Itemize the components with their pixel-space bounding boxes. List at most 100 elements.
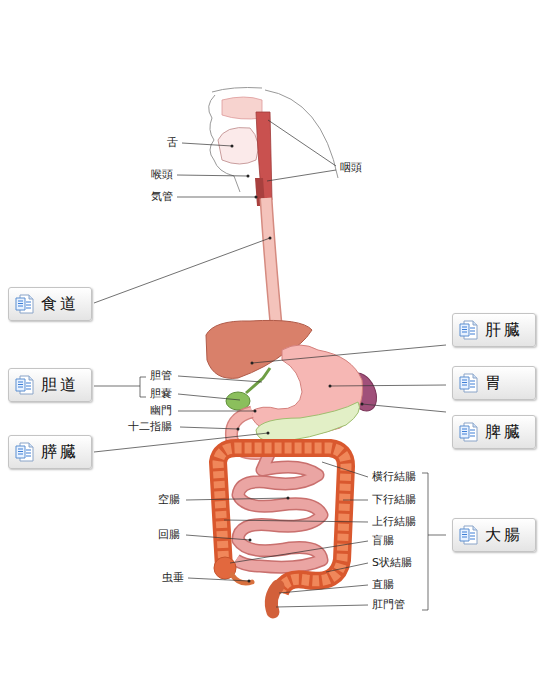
leader-line: [230, 541, 368, 563]
icon-corner: [29, 443, 33, 447]
part-name: 肛門管: [372, 598, 405, 612]
head-outline: [212, 88, 262, 93]
leader-dot: [267, 432, 270, 435]
icon-lines: [462, 532, 475, 539]
leader-line: [276, 605, 368, 607]
document-icon: [459, 372, 479, 394]
leader-line: [178, 394, 240, 400]
leader-dot: [269, 237, 272, 240]
leader-line: [279, 585, 368, 593]
leader-line: [178, 411, 255, 412]
leader-dot: [249, 539, 252, 542]
part-name: 咽頭: [340, 161, 362, 175]
part-name: 喉頭: [151, 168, 173, 182]
small-intestine-outline: [236, 452, 322, 567]
head-outline: [265, 90, 338, 178]
organ-button: 肝臓: [452, 313, 536, 347]
leader-line: [188, 578, 249, 581]
organ-name: 脾臓: [485, 422, 523, 443]
leader-line: [186, 498, 288, 500]
leader-line: [362, 404, 446, 412]
leader-line: [94, 433, 268, 452]
icon-lines: [462, 327, 475, 334]
small-intestine-shape: [236, 452, 322, 567]
leader-dot: [237, 428, 240, 431]
leader-line: [94, 238, 270, 303]
part-name: 直腸: [372, 578, 394, 592]
leader-line: [186, 535, 250, 540]
organ-name: 食道: [41, 294, 79, 315]
pancreas-shape: [256, 402, 360, 442]
leader-line: [224, 520, 368, 522]
organ-name: 肝臓: [485, 320, 523, 341]
document-icon: [15, 293, 35, 315]
organ-button: 脾臓: [452, 415, 536, 449]
leader-dot: [251, 362, 254, 365]
part-name: 舌: [167, 136, 178, 150]
leader-dot: [255, 196, 258, 199]
organ-name: 膵臓: [41, 442, 79, 463]
part-name: 上行結腸: [372, 515, 416, 529]
part-name: S状結腸: [372, 556, 412, 570]
icon-lines: [462, 429, 475, 436]
part-name: 虫垂: [162, 571, 184, 585]
icon-corner: [29, 295, 33, 299]
icon-corner: [473, 526, 477, 530]
icon-corner: [473, 374, 477, 378]
leader-line: [178, 376, 262, 382]
leader-line: [326, 563, 368, 572]
leader-dot: [231, 145, 234, 148]
part-name: 幽門: [150, 404, 172, 418]
organ-name: 胆道: [41, 375, 79, 396]
organ-button: 胃: [452, 366, 536, 400]
part-name: 横行結腸: [372, 470, 416, 484]
organ-button: 胆道: [8, 368, 92, 402]
leader-dot: [248, 580, 251, 583]
leader-dot: [254, 410, 257, 413]
icon-corner: [473, 423, 477, 427]
organ-button: 食道: [8, 287, 92, 321]
icon-lines: [462, 380, 475, 387]
leader-line: [330, 385, 446, 386]
leader-line: [182, 143, 232, 146]
icon-lines: [18, 382, 31, 389]
leader-dot: [361, 403, 364, 406]
part-name: 胆管: [150, 369, 172, 383]
icon-lines: [18, 449, 31, 456]
part-name: 気管: [151, 190, 173, 204]
organ-name: 大腸: [485, 525, 523, 546]
leader-dots: [231, 145, 364, 583]
leader-line: [180, 427, 238, 429]
document-icon: [459, 421, 479, 443]
document-icon: [459, 319, 479, 341]
organ-button: 膵臓: [8, 435, 92, 469]
part-name: 回腸: [158, 528, 180, 542]
leader-dot: [329, 385, 332, 388]
leader-line: [322, 462, 368, 477]
leader-line: [267, 170, 336, 181]
part-name: 盲腸: [372, 534, 394, 548]
leader-line: [177, 197, 256, 198]
bracket: [94, 377, 146, 397]
icon-corner: [29, 376, 33, 380]
part-name: 十二指腸: [128, 420, 172, 434]
icon-lines: [18, 301, 31, 308]
organ-name: 胃: [485, 373, 504, 394]
part-name: 下行結腸: [372, 493, 416, 507]
leader-dot: [247, 175, 250, 178]
bracket: [422, 473, 446, 610]
document-icon: [459, 524, 479, 546]
leader-dot: [287, 497, 290, 500]
document-icon: [15, 374, 35, 396]
document-icon: [15, 441, 35, 463]
leader-line: [177, 175, 248, 176]
rectum-shape: [271, 586, 278, 612]
icon-corner: [473, 321, 477, 325]
part-name: 胆嚢: [150, 387, 172, 401]
leader-lines: [94, 120, 446, 610]
leader-line: [343, 500, 368, 501]
leader-line: [268, 120, 336, 166]
leader-line: [252, 345, 446, 363]
appendix-shape: [232, 575, 252, 583]
